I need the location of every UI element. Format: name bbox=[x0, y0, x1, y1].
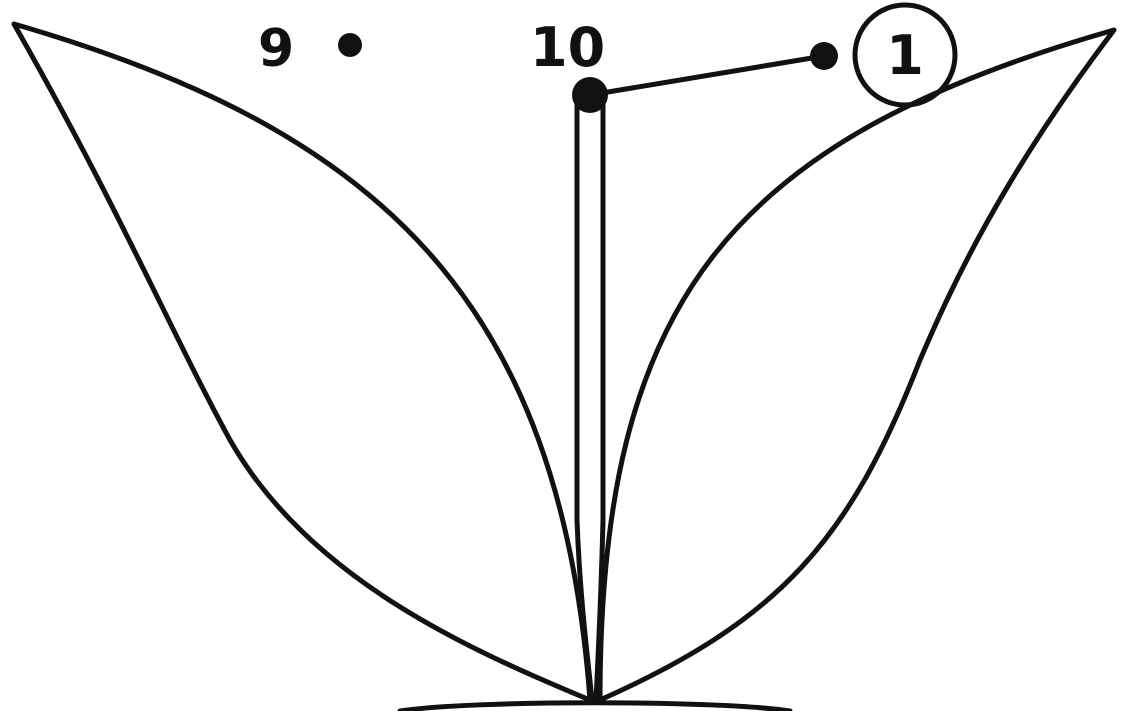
label-1: 1 bbox=[886, 24, 924, 87]
right-leaf-outline bbox=[600, 30, 1114, 700]
soil-edge bbox=[400, 703, 790, 711]
dot-9 bbox=[338, 33, 362, 57]
line-10-to-1 bbox=[590, 56, 824, 95]
stem-right-edge bbox=[596, 96, 603, 700]
label-9: 9 bbox=[258, 19, 294, 79]
left-leaf-outline bbox=[14, 24, 590, 700]
dot-10 bbox=[572, 77, 608, 113]
dot-1 bbox=[810, 42, 838, 70]
label-10: 10 bbox=[530, 16, 605, 79]
